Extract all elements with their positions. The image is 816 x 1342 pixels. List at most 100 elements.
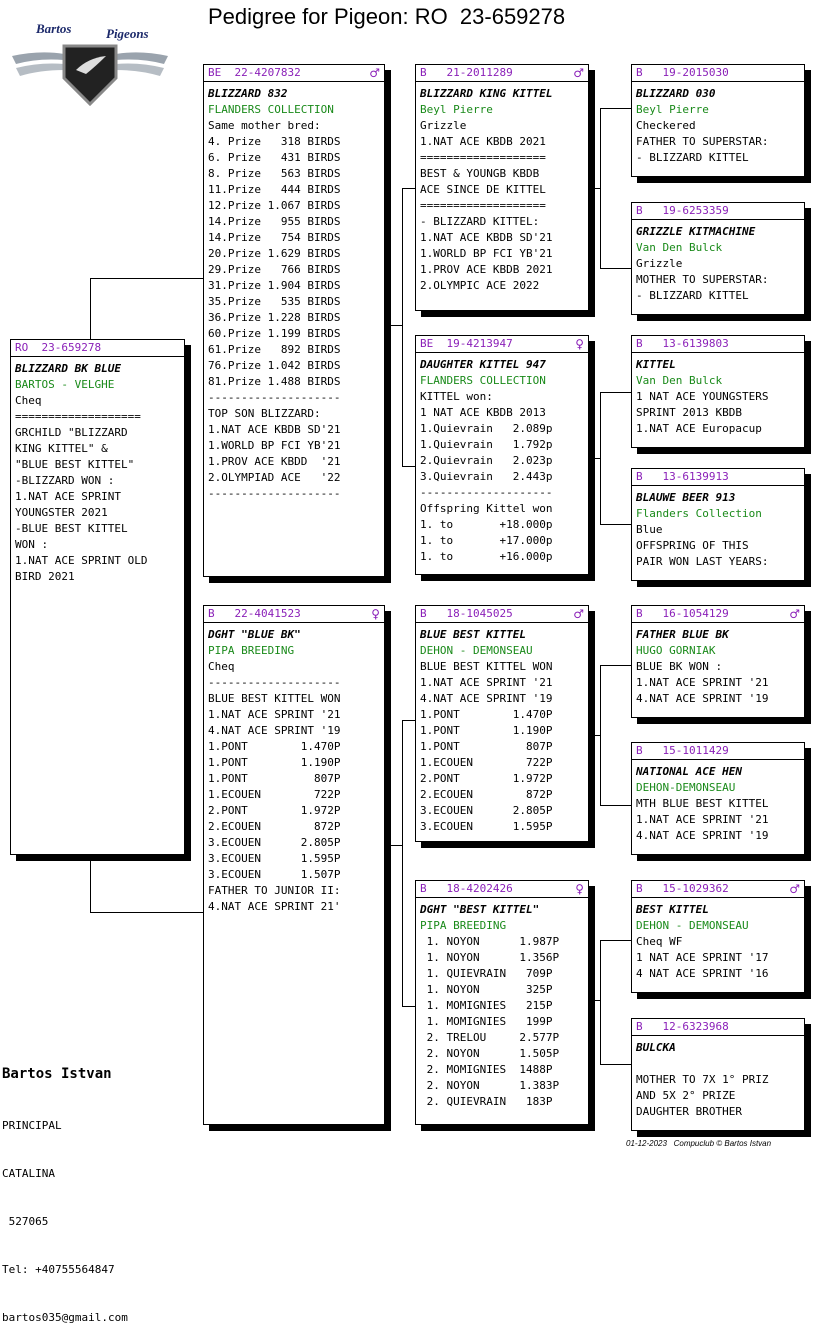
info-line: 1. QUIEVRAIN 709P xyxy=(420,967,553,980)
info-line: 61.Prize 892 BIRDS xyxy=(208,343,341,356)
ring-number: B 22-4041523 xyxy=(208,607,301,620)
info-line: 2. QUIEVRAIN 183P xyxy=(420,1095,553,1108)
breeder-line: CATALINA xyxy=(2,1167,55,1180)
info-line: 2.Quievrain 2.023p xyxy=(420,454,553,467)
info-line: 1.PROV ACE KBDB 2021 xyxy=(420,263,553,276)
ring-number: B 15-1011429 xyxy=(636,744,729,757)
info-line: 3.ECOUEN 1.507P xyxy=(208,868,341,881)
pigeon-name: GRIZZLE KITMACHINE xyxy=(636,225,756,238)
ring-number: B 13-6139913 xyxy=(636,470,729,483)
info-line: 20.Prize 1.629 BIRDS xyxy=(208,247,341,260)
info-line: 1.PONT 1.470P xyxy=(420,708,553,721)
page-title: Pedigree for Pigeon: RO 23-659278 xyxy=(208,4,566,29)
info-line: -------------------- xyxy=(420,486,553,499)
info-line: FATHER TO JUNIOR II: xyxy=(208,884,341,897)
ring-header: B 18-1045025♂ xyxy=(416,606,588,623)
owner-name: Beyl Pierre xyxy=(636,103,709,116)
info-line: 14.Prize 955 BIRDS xyxy=(208,215,341,228)
ring-header: B 12-6323968 xyxy=(632,1019,804,1036)
info-line: 4.NAT ACE SPRINT '19 xyxy=(636,829,769,842)
info-line: 3.ECOUEN 2.805P xyxy=(420,804,553,817)
sex-icon: ♂ xyxy=(369,66,380,80)
info-line: 1.NAT ACE SPRINT '21 xyxy=(420,676,553,689)
owner-name: DEHON - DEMONSEAU xyxy=(636,919,749,932)
info-line: 2.ECOUEN 872P xyxy=(208,820,341,833)
pigeon-card-dam: B 22-4041523♀DGHT "BLUE BK"PIPA BREEDING… xyxy=(203,605,385,1125)
info-line: 3.ECOUEN 2.805P xyxy=(208,836,341,849)
breeder-info: Bartos Istvan PRINCIPAL CATALINA 527065 … xyxy=(2,1034,128,1342)
ring-header: B 19-6253359 xyxy=(632,203,804,220)
ring-number: B 19-2015030 xyxy=(636,66,729,79)
info-line: 4. Prize 318 BIRDS xyxy=(208,135,341,148)
sex-icon: ♂ xyxy=(789,607,800,621)
owner-name: BARTOS - VELGHE xyxy=(15,378,115,391)
info-line: 36.Prize 1.228 BIRDS xyxy=(208,311,341,324)
info-line: 2.OLYMPIAD ACE '22 xyxy=(208,471,341,484)
info-line: Grizzle xyxy=(636,257,683,270)
ring-header: B 15-1029362♂ xyxy=(632,881,804,898)
info-line: 4.NAT ACE SPRINT 21' xyxy=(208,900,341,913)
info-line: 8. Prize 563 BIRDS xyxy=(208,167,341,180)
ring-header: B 13-6139803 xyxy=(632,336,804,353)
info-line: 1 NAT ACE KBDB 2013 xyxy=(420,406,546,419)
info-line: 4.NAT ACE SPRINT '19 xyxy=(636,692,769,705)
info-line: 4 NAT ACE SPRINT '16 xyxy=(636,967,769,980)
sex-icon: ♀ xyxy=(575,882,584,896)
info-line: 4.NAT ACE SPRINT '19 xyxy=(208,724,341,737)
info-line: 1.NAT ACE KBDB SD'21 xyxy=(420,231,553,244)
info-line: BEST & YOUNGB KBDB xyxy=(420,167,540,180)
info-line: 29.Prize 766 BIRDS xyxy=(208,263,341,276)
owner-name: Van Den Bulck xyxy=(636,241,723,254)
ring-header: BE 19-4213947♀ xyxy=(416,336,588,353)
info-line: 1.ECOUEN 722P xyxy=(208,788,341,801)
ring-header: BE 22-4207832♂ xyxy=(204,65,384,82)
info-line: 81.Prize 1.488 BIRDS xyxy=(208,375,341,388)
info-line: 60.Prize 1.199 BIRDS xyxy=(208,327,341,340)
info-line: 1.NAT ACE Europacup xyxy=(636,422,762,435)
info-line: 1.WORLD BP FCI YB'21 xyxy=(208,439,341,452)
pigeon-name: BEST KITTEL xyxy=(636,903,709,916)
info-line: TOP SON BLIZZARD: xyxy=(208,407,321,420)
pigeon-name: FATHER BLUE BK xyxy=(636,628,729,641)
logo-text-right: Pigeons xyxy=(106,26,149,41)
logo-text-left: Bartos xyxy=(35,21,71,36)
info-line: KING KITTEL" & xyxy=(15,442,108,455)
sex-icon: ♂ xyxy=(573,607,584,621)
info-line: - BLIZZARD KITTEL xyxy=(636,289,749,302)
breeder-name: Bartos Istvan xyxy=(2,1066,112,1082)
owner-name: FLANDERS COLLECTION xyxy=(420,374,546,387)
sex-icon: ♂ xyxy=(789,882,800,896)
info-line: OFFSPRING OF THIS xyxy=(636,539,749,552)
owner-name: FLANDERS COLLECTION xyxy=(208,103,334,116)
info-line: 6. Prize 431 BIRDS xyxy=(208,151,341,164)
info-line: 1. to +17.000p xyxy=(420,534,553,547)
ring-number: B 16-1054129 xyxy=(636,607,729,620)
info-line: 2. NOYON 1.505P xyxy=(420,1047,560,1060)
pigeon-name: BLUE BEST KITTEL xyxy=(420,628,526,641)
pigeon-name: KITTEL xyxy=(636,358,676,371)
info-line: 2.ECOUEN 872P xyxy=(420,788,553,801)
sex-icon: ♀ xyxy=(371,607,380,621)
pigeon-name: BLIZZARD 030 xyxy=(636,87,716,100)
info-line: 1. NOYON 325P xyxy=(420,983,553,996)
owner-name: PIPA BREEDING xyxy=(420,919,507,932)
info-line: 1.ECOUEN 722P xyxy=(420,756,553,769)
info-line: 2. MOMIGNIES 1488P xyxy=(420,1063,553,1076)
info-line: - BLIZZARD KITTEL xyxy=(636,151,749,164)
info-line: MOTHER TO 7X 1° PRIZ xyxy=(636,1073,769,1086)
ring-number: B 18-4202426 xyxy=(420,882,513,895)
info-line: Cheq xyxy=(15,394,42,407)
info-line: Same mother bred: xyxy=(208,119,321,132)
info-line: -------------------- xyxy=(208,487,341,500)
pigeon-card-dds: B 15-1029362♂ BEST KITTEL DEHON - DEMONSEA… xyxy=(631,880,805,993)
info-line: 3.ECOUEN 1.595P xyxy=(208,852,341,865)
info-line: 1.PONT 1.470P xyxy=(208,740,341,753)
breeder-email: bartos035@gmail.com xyxy=(2,1311,128,1324)
info-line: 3.Quievrain 2.443p xyxy=(420,470,553,483)
ring-header: B 21-2011289♂ xyxy=(416,65,588,82)
info-line: AND 5X 2° PRIZE xyxy=(636,1089,736,1102)
info-line: =================== xyxy=(15,410,141,423)
